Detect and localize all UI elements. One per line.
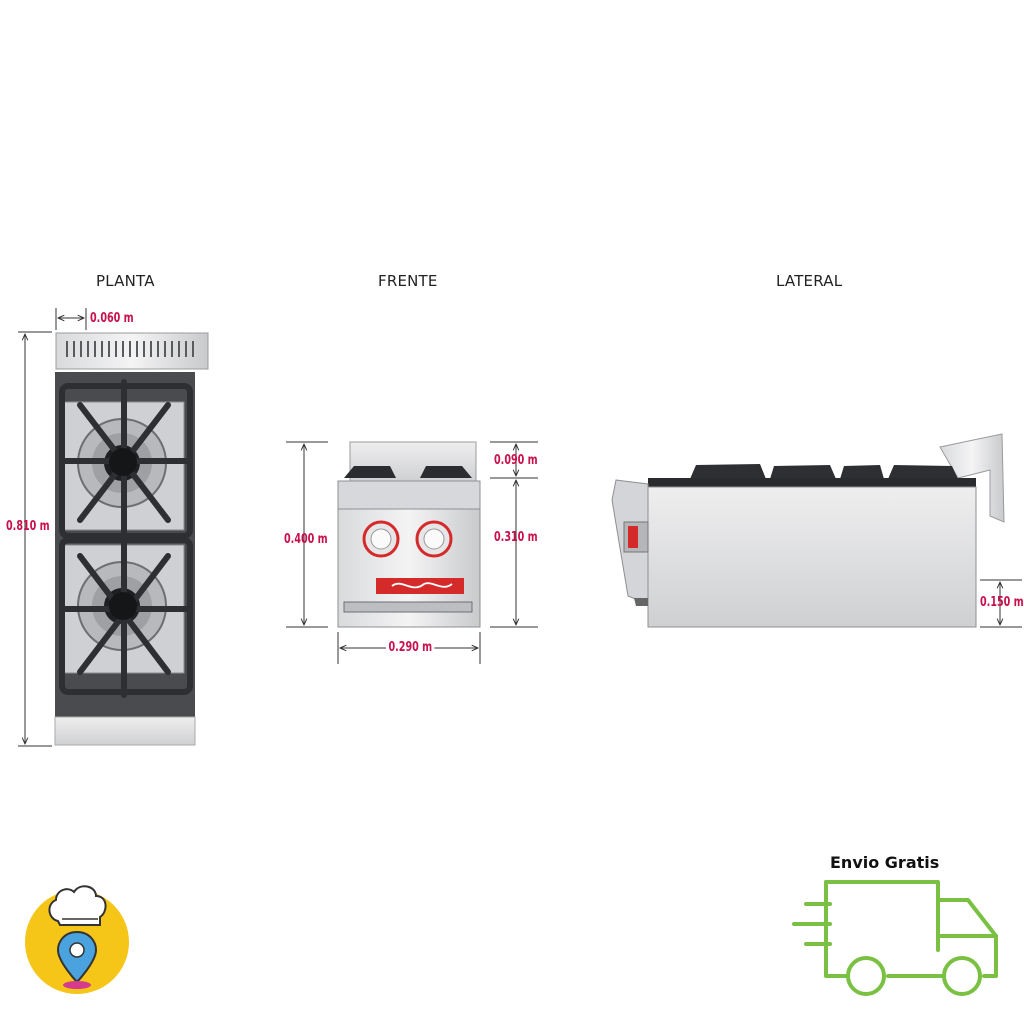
- front-view-title: FRENTE: [378, 272, 438, 290]
- front-body-dimension: 0.310 m: [494, 530, 538, 545]
- plan-view-title: PLANTA: [96, 272, 155, 290]
- side-view-drawing: [611, 433, 1005, 628]
- front-height-dimension: 0.400 m: [284, 532, 328, 547]
- front-view-drawing: [337, 441, 481, 628]
- front-burner-dimension: 0.090 m: [494, 453, 538, 468]
- plan-dimension-lines: [18, 308, 87, 747]
- free-shipping-label: Envio Gratis: [830, 853, 940, 872]
- plan-depth-dimension: 0.810 m: [6, 519, 50, 534]
- side-view-title: LATERAL: [776, 272, 843, 290]
- plan-backsplash-dimension: 0.060 m: [90, 311, 134, 326]
- side-dimension-lines: [980, 579, 1022, 628]
- front-width-dimension: 0.290 m: [386, 640, 435, 655]
- side-legs-dimension: 0.150 m: [980, 595, 1024, 610]
- plan-view-drawing: [54, 332, 209, 746]
